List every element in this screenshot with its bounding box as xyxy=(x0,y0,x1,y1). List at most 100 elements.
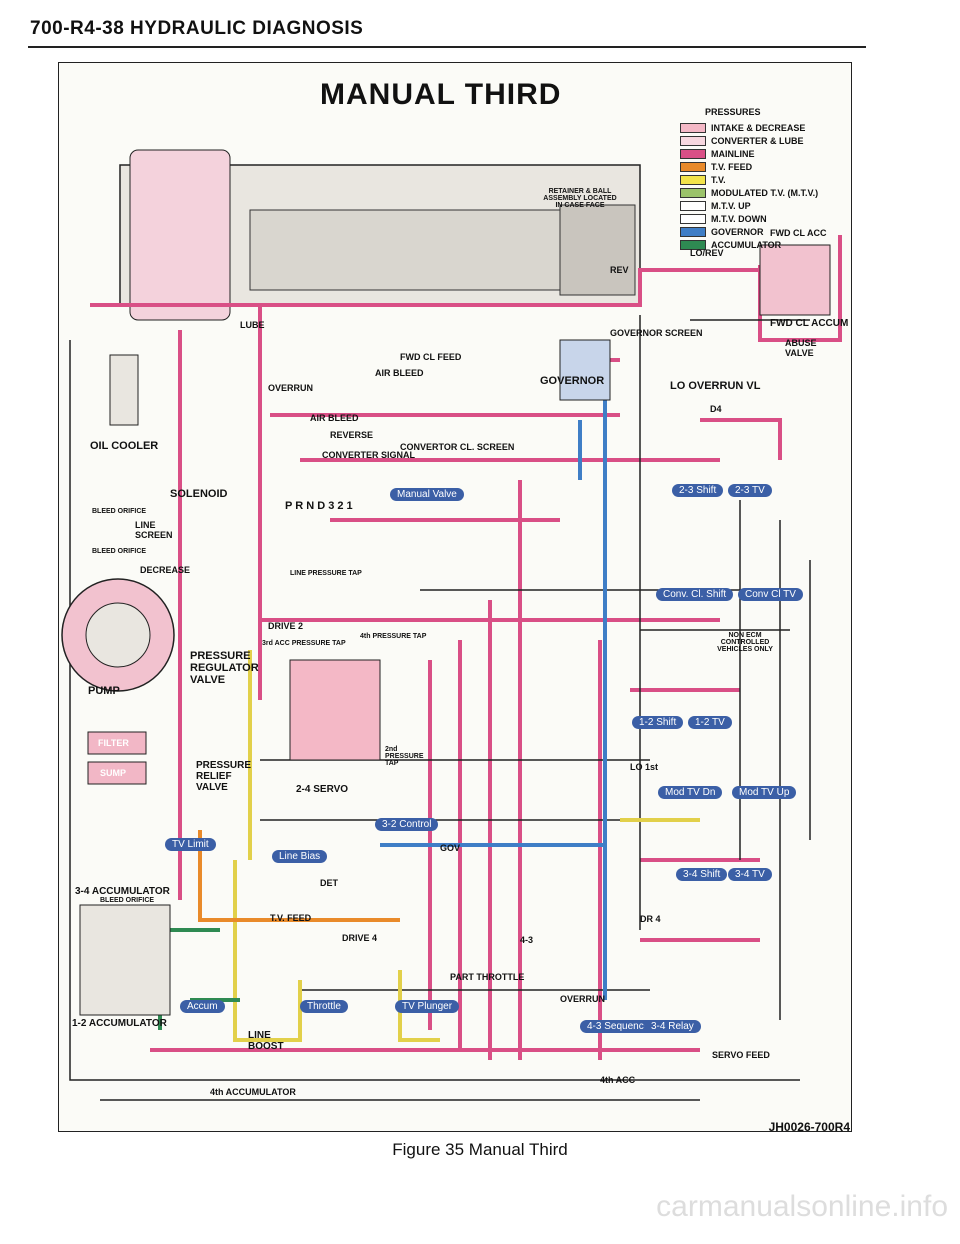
watermark: carmanualsonline.info xyxy=(656,1190,948,1223)
tv-plunger-valve: TV Plunger xyxy=(395,1000,460,1013)
oil-cooler-coil xyxy=(109,354,139,426)
lo-overrun-label: LO OVERRUN VL xyxy=(670,380,761,392)
tv-feed-label: T.V. FEED xyxy=(270,913,312,923)
dr4-label: DR 4 xyxy=(640,914,661,924)
pump-label: PUMP xyxy=(88,685,120,697)
lo1-label: LO 1st xyxy=(630,762,659,772)
legend-swatch xyxy=(680,135,706,146)
mod-tv-down-valve: Mod TV Dn xyxy=(658,786,723,799)
decrease-label: DECREASE xyxy=(140,565,191,575)
tv-lines xyxy=(233,650,700,1042)
abuse-valve-label: ABUSE VALVE xyxy=(785,338,817,358)
servo-feed-label: SERVO FEED xyxy=(712,1050,770,1060)
legend-item: CONVERTER & LUBE xyxy=(680,134,818,147)
governor-lines xyxy=(380,395,607,1000)
sump-label: SUMP xyxy=(100,768,127,778)
legend-label: T.V. FEED xyxy=(711,161,753,172)
line-tap-label: LINE PRESSURE TAP xyxy=(290,570,362,577)
num-43-label: 4-3 xyxy=(520,935,534,945)
filter-label: FILTER xyxy=(98,738,129,748)
tap2-label: 2nd PRESSURE TAP xyxy=(385,746,424,767)
shift-3-4-valve: 3-4 Shift xyxy=(676,868,728,881)
drive-2-label: DRIVE 2 xyxy=(268,621,304,631)
legend-label: M.T.V. UP xyxy=(711,200,751,211)
legend-label: GOVERNOR xyxy=(711,226,764,237)
legend-item: M.T.V. UP xyxy=(680,199,818,212)
retainer-label: RETAINER & BALL ASSEMBLY LOCATED IN CASE… xyxy=(543,188,617,209)
page-header: 700-R4-38 HYDRAULIC DIAGNOSIS xyxy=(30,18,364,39)
drive4-label: DRIVE 4 xyxy=(342,933,378,943)
legend-swatch xyxy=(680,148,706,159)
overrun2-label: OVERRUN xyxy=(560,994,606,1004)
legend: PRESSURES INTAKE & DECREASE CONVERTER & … xyxy=(680,107,818,251)
legend-label: INTAKE & DECREASE xyxy=(711,122,806,133)
legend-swatch xyxy=(680,161,706,172)
pressure-regulator-label: PRESSURE REGULATOR VALVE xyxy=(190,650,259,686)
accum4-label: 4th ACCUMULATOR xyxy=(210,1087,296,1097)
overrun-label: OVERRUN xyxy=(268,383,314,393)
accum-3-4-label: 3-4 ACCUMULATOR xyxy=(75,886,170,897)
tap4-label: 4th PRESSURE TAP xyxy=(360,633,427,640)
det-label: DET xyxy=(320,878,338,888)
shift-2-3-valve: 2-3 Shift xyxy=(672,484,724,497)
pressure-relief-label: PRESSURE RELIEF VALVE xyxy=(196,760,252,793)
solenoid-label: SOLENOID xyxy=(170,488,228,500)
gov-screen-label: GOVERNOR SCREEN xyxy=(610,328,703,338)
legend-item: T.V. xyxy=(680,173,818,186)
diagram-title: MANUAL THIRD xyxy=(320,78,562,111)
conv-tv-valve: Conv Cl TV xyxy=(738,588,803,601)
servo-body xyxy=(289,659,381,761)
ecm-note-label: NON ECM CONTROLLED VEHICLES ONLY xyxy=(717,632,773,653)
tv-1-2-valve: 1-2 TV xyxy=(688,716,732,729)
reverse-label: REVERSE xyxy=(330,430,374,440)
conv-cl-screen-label: CONVERTOR CL. SCREEN xyxy=(400,442,515,452)
line-screen-label: LINE SCREEN xyxy=(135,520,173,540)
control-3-2-valve: 3-2 Control xyxy=(375,818,439,831)
legend-item: MODULATED T.V. (M.T.V.) xyxy=(680,186,818,199)
accum-1-2-label: 1-2 ACCUMULATOR xyxy=(72,1018,167,1029)
legend-label: MAINLINE xyxy=(711,148,755,159)
gov-label: GOV xyxy=(440,843,461,853)
air-bleed-label-2: AIR BLEED xyxy=(310,413,359,423)
bleed-orifice-label-2: BLEED ORIFICE xyxy=(92,548,147,555)
legend-item: M.T.V. DOWN xyxy=(680,212,818,225)
line-boost-label: LINE BOOST xyxy=(248,1030,284,1052)
relay-3-4-valve: 3-4 Relay xyxy=(644,1020,701,1033)
air-bleed-label: AIR BLEED xyxy=(375,368,424,378)
header-rule xyxy=(28,46,866,48)
lube-label: LUBE xyxy=(240,320,265,330)
d4-label: D4 xyxy=(710,404,722,414)
accumulator-body xyxy=(79,904,171,1016)
manual-valve: Manual Valve xyxy=(390,488,464,501)
acc3-tap-label: 3rd ACC PRESSURE TAP xyxy=(262,640,346,647)
legend-swatch xyxy=(680,187,706,198)
mainline-lines xyxy=(90,235,842,1060)
fwd-cl-accum-label: FWD CL ACCUM xyxy=(770,318,849,329)
figure-caption: Figure 35 Manual Third xyxy=(392,1140,568,1159)
throttle-valve: Throttle xyxy=(300,1000,348,1013)
legend-label: MODULATED T.V. (M.T.V.) xyxy=(711,187,819,198)
legend-title: PRESSURES xyxy=(705,107,761,117)
legend-label: ACCUMULATOR xyxy=(711,239,782,250)
accum-valve: Accum xyxy=(180,1000,225,1013)
tv-2-3-valve: 2-3 TV xyxy=(728,484,772,497)
line-bias-valve: Line Bias xyxy=(272,850,328,863)
legend-swatch xyxy=(680,213,706,224)
pump-gear xyxy=(85,602,151,668)
transmission-case xyxy=(119,149,641,321)
sequence-4-3-valve: 4-3 Sequence xyxy=(580,1020,657,1033)
legend-item: INTAKE & DECREASE xyxy=(680,121,818,134)
lo-rev-label: LO/REV xyxy=(690,248,724,258)
fwd-cl-accum-body xyxy=(759,244,831,316)
legend-item: T.V. FEED xyxy=(680,160,818,173)
bleed-orifice-34-label: BLEED ORIFICE xyxy=(100,897,155,904)
governor-label: GOVERNOR xyxy=(540,375,605,387)
legend-label: M.T.V. DOWN xyxy=(711,213,767,224)
tv-3-4-valve: 3-4 TV xyxy=(728,868,772,881)
tv-feed-lines xyxy=(198,830,400,922)
oil-cooler-label: OIL COOLER xyxy=(90,440,159,452)
servo-2-4-label: 2-4 SERVO xyxy=(296,784,349,795)
tv-limit-valve: TV Limit xyxy=(165,838,216,851)
legend-swatch xyxy=(680,239,706,250)
converter-signal-label: CONVERTER SIGNAL xyxy=(322,450,416,460)
